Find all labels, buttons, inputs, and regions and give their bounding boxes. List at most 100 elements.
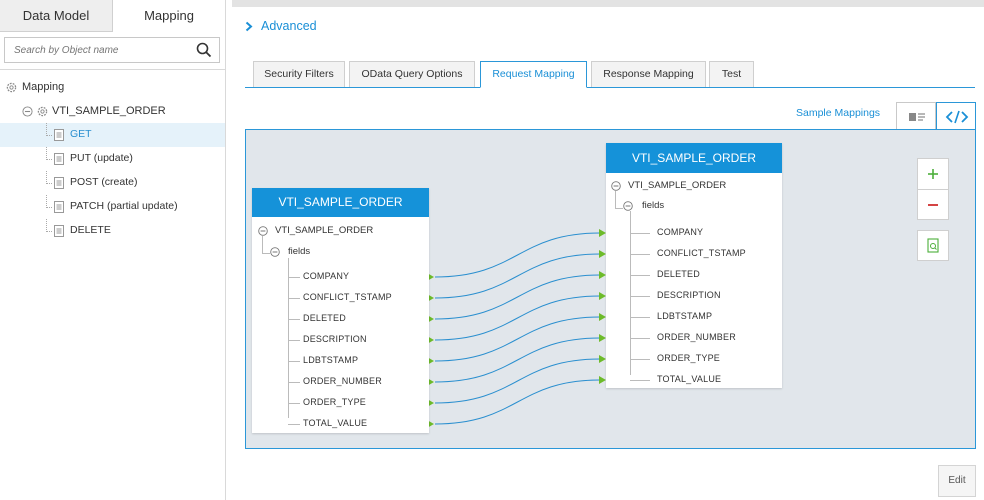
source-field[interactable]: DESCRIPTION <box>303 334 367 344</box>
target-port-arrow[interactable] <box>599 334 606 342</box>
zoom-controls <box>917 158 949 220</box>
tab-request-mapping[interactable]: Request Mapping <box>480 61 587 88</box>
visual-view-button[interactable] <box>896 102 936 130</box>
divider <box>0 69 225 70</box>
tree-connector <box>288 403 300 404</box>
search-icon[interactable] <box>196 42 212 58</box>
source-group-label: fields <box>288 246 311 257</box>
tree-connector <box>46 123 52 136</box>
gear-icon <box>6 82 17 92</box>
tab-mapping[interactable]: Mapping <box>113 0 225 32</box>
mapping-connector-line[interactable] <box>434 253 601 299</box>
mapping-connector-line[interactable] <box>434 337 601 383</box>
tree-connector <box>630 359 650 360</box>
tree-connector <box>615 191 616 208</box>
target-group-label: fields <box>642 200 665 211</box>
source-field[interactable]: DELETED <box>303 313 346 323</box>
tree-object-node[interactable]: VTI_SAMPLE_ORDER <box>22 105 166 117</box>
tree-method-post[interactable]: POST (create) <box>0 171 225 195</box>
tree-connector <box>630 211 631 375</box>
tree-method-get[interactable]: GET <box>0 123 225 147</box>
target-field[interactable]: CONFLICT_TSTAMP <box>657 248 746 258</box>
target-field[interactable]: DESCRIPTION <box>657 290 721 300</box>
mapping-connector-line[interactable] <box>434 295 601 341</box>
tree-connector <box>630 254 650 255</box>
tab-security-filters[interactable]: Security Filters <box>253 61 345 87</box>
zoom-in-button[interactable] <box>918 159 948 190</box>
target-port-arrow[interactable] <box>599 250 606 258</box>
tab-test[interactable]: Test <box>709 61 754 87</box>
source-field[interactable]: ORDER_NUMBER <box>303 376 382 386</box>
tree-connector <box>630 317 650 318</box>
tree-connector <box>630 380 650 381</box>
document-icon <box>54 129 64 141</box>
mapping-connector-line[interactable] <box>434 358 601 404</box>
mapping-connector-line[interactable] <box>434 274 601 320</box>
search-input[interactable] <box>5 38 185 62</box>
minus-icon <box>928 204 938 206</box>
mapping-connector-line[interactable] <box>434 232 601 278</box>
collapse-icon[interactable] <box>270 247 280 257</box>
tab-data-model[interactable]: Data Model <box>0 0 113 32</box>
target-port-arrow[interactable] <box>599 271 606 279</box>
search-box <box>4 37 220 63</box>
tree-connector <box>288 340 300 341</box>
edit-button[interactable]: Edit <box>938 465 976 497</box>
tree-connector <box>262 236 263 253</box>
collapse-icon[interactable] <box>22 105 33 117</box>
target-port-arrow[interactable] <box>599 376 606 384</box>
zoom-out-button[interactable] <box>918 190 948 220</box>
code-view-button[interactable] <box>936 102 976 132</box>
collapse-icon[interactable] <box>258 226 268 236</box>
source-field[interactable]: COMPANY <box>303 271 350 281</box>
tree-connector <box>630 338 650 339</box>
source-field[interactable]: TOTAL_VALUE <box>303 418 368 428</box>
tree-method-delete[interactable]: DELETE <box>0 219 225 243</box>
tree-root-mapping[interactable]: Mapping <box>6 81 64 93</box>
fit-view-button[interactable] <box>917 230 949 261</box>
method-label: GET <box>70 128 92 140</box>
source-field[interactable]: LDBTSTAMP <box>303 355 359 365</box>
top-scroll-bar <box>232 0 984 7</box>
document-icon <box>54 177 64 189</box>
target-field[interactable]: TOTAL_VALUE <box>657 374 722 384</box>
tree-connector <box>288 277 300 278</box>
target-card[interactable]: VTI_SAMPLE_ORDER VTI_SAMPLE_ORDER fields… <box>606 143 782 388</box>
target-field[interactable]: ORDER_NUMBER <box>657 332 736 342</box>
mapping-connector-line[interactable] <box>434 316 601 362</box>
target-root-label: VTI_SAMPLE_ORDER <box>628 180 727 191</box>
tree-connector <box>46 219 52 232</box>
tab-response-mapping[interactable]: Response Mapping <box>591 61 706 87</box>
tree-connector <box>262 253 270 254</box>
source-card-title: VTI_SAMPLE_ORDER <box>252 188 429 217</box>
collapse-icon[interactable] <box>611 181 621 191</box>
sample-mappings-link[interactable]: Sample Mappings <box>796 107 881 119</box>
target-field[interactable]: LDBTSTAMP <box>657 311 713 321</box>
tree-connector <box>288 424 300 425</box>
tree-method-patch[interactable]: PATCH (partial update) <box>0 195 225 219</box>
left-tabs: Data Model Mapping <box>0 0 225 32</box>
mapping-connector-line[interactable] <box>434 379 601 425</box>
target-port-arrow[interactable] <box>599 292 606 300</box>
method-label: POST (create) <box>70 176 138 188</box>
source-field[interactable]: CONFLICT_TSTAMP <box>303 292 392 302</box>
advanced-toggle[interactable]: Advanced <box>245 19 317 33</box>
source-card[interactable]: VTI_SAMPLE_ORDER VTI_SAMPLE_ORDER fields… <box>252 188 429 433</box>
tree-method-put[interactable]: PUT (update) <box>0 147 225 171</box>
target-field[interactable]: ORDER_TYPE <box>657 353 721 363</box>
target-field[interactable]: DELETED <box>657 269 700 279</box>
mapping-canvas[interactable]: VTI_SAMPLE_ORDER VTI_SAMPLE_ORDER fields… <box>245 129 976 449</box>
target-field[interactable]: COMPANY <box>657 227 704 237</box>
tab-odata-query-options[interactable]: OData Query Options <box>349 61 475 87</box>
code-icon <box>945 110 969 124</box>
tree-connector <box>46 171 52 184</box>
tree-connector <box>630 296 650 297</box>
mapping-tabs: Security Filters OData Query Options Req… <box>245 61 975 88</box>
target-port-arrow[interactable] <box>599 355 606 363</box>
target-port-arrow[interactable] <box>599 229 606 237</box>
collapse-icon[interactable] <box>623 201 633 211</box>
source-root-label: VTI_SAMPLE_ORDER <box>275 225 374 236</box>
tree-connector <box>630 275 650 276</box>
source-field[interactable]: ORDER_TYPE <box>303 397 367 407</box>
target-port-arrow[interactable] <box>599 313 606 321</box>
